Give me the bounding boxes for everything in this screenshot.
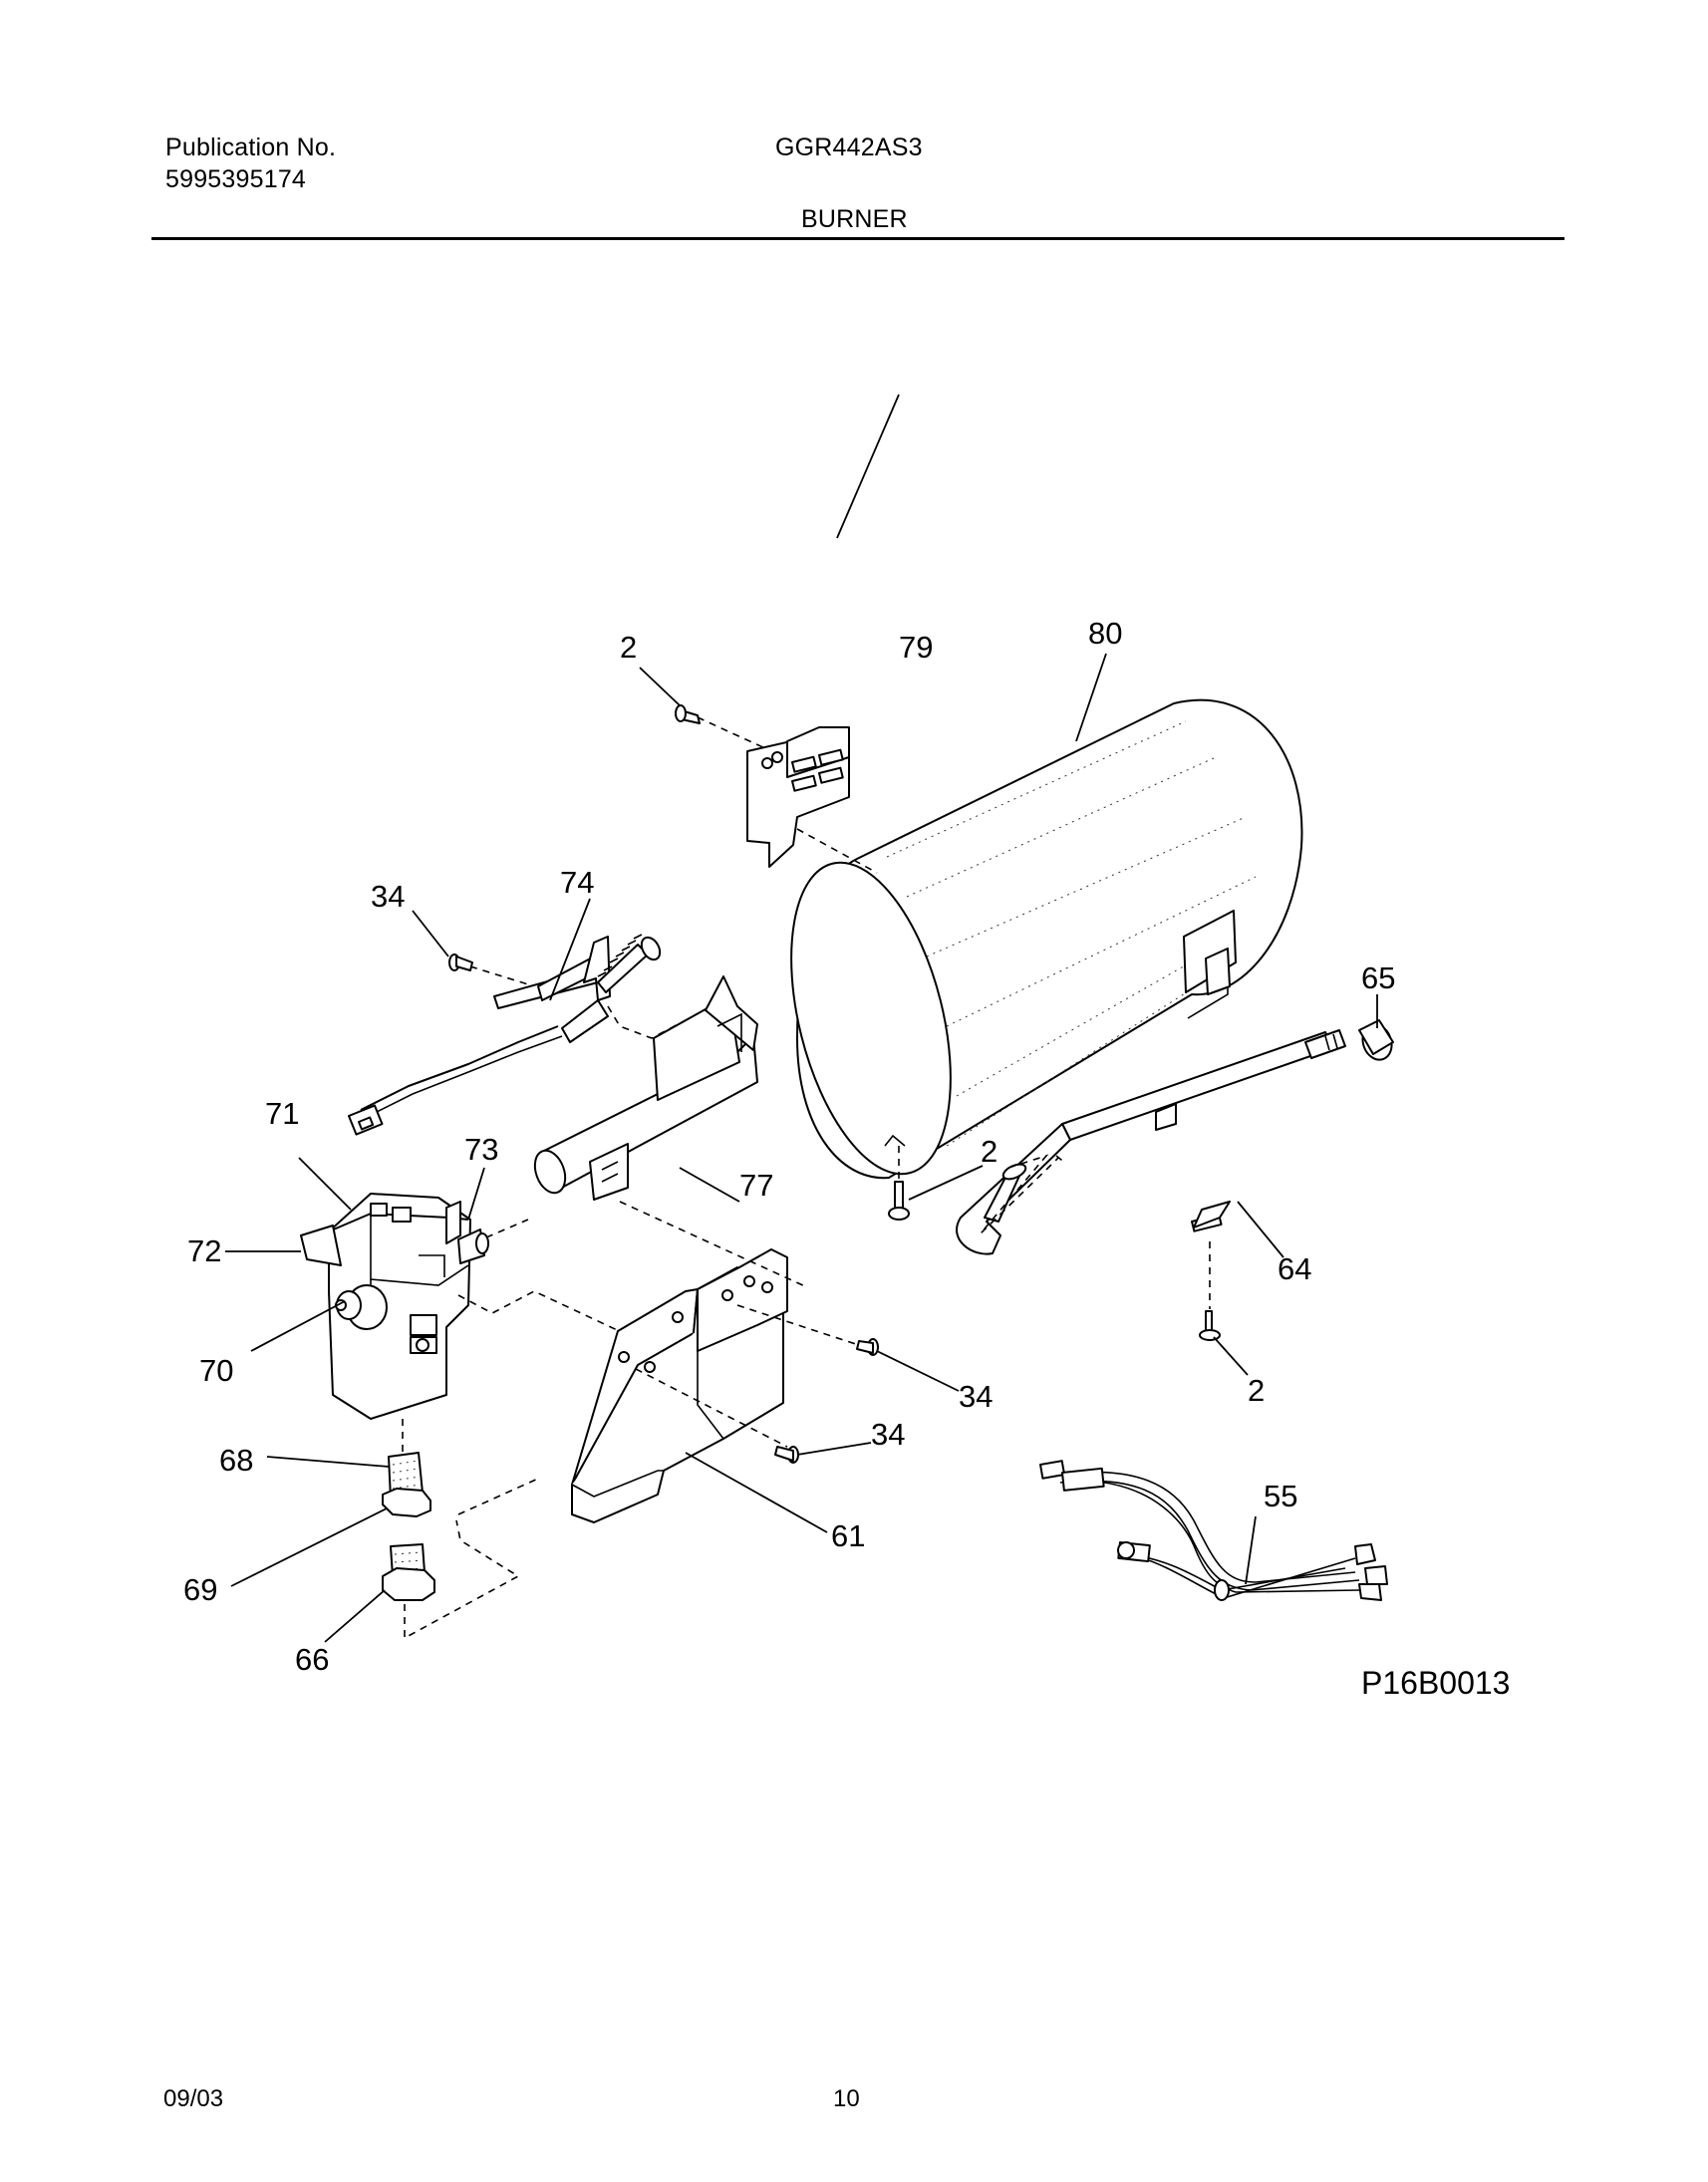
callout-2-mid: 2 (981, 1134, 997, 1169)
part-77-burner-tube (533, 975, 758, 1201)
leader-77 (679, 1167, 740, 1203)
leader-2-right (1213, 1336, 1249, 1376)
footer-date: 09/03 (163, 2085, 224, 2112)
part-80-combustion-chamber (790, 698, 1303, 1180)
part-64-supply-pipe (956, 1029, 1346, 1255)
callout-66: 66 (295, 1642, 329, 1677)
callout-73: 73 (464, 1132, 498, 1167)
callout-34-low: 34 (871, 1417, 905, 1452)
callout-64: 64 (1278, 1251, 1311, 1286)
model-number: GGR442AS3 (775, 134, 923, 161)
callout-61: 61 (831, 1518, 865, 1553)
drawing-code: P16B0013 (1361, 1665, 1510, 1701)
callout-34-mid: 34 (959, 1379, 993, 1414)
leader-79 (836, 394, 900, 539)
leader-55 (1245, 1515, 1257, 1585)
section-title: BURNER (801, 205, 908, 233)
callout-80: 80 (1088, 616, 1122, 651)
leader-2-top (639, 667, 681, 706)
leader-64 (1237, 1201, 1284, 1258)
leader-61 (685, 1452, 828, 1533)
leader-68 (266, 1456, 390, 1468)
callout-74: 74 (560, 865, 594, 900)
callout-55: 55 (1264, 1479, 1297, 1513)
part-79-bracket (746, 726, 850, 868)
callout-65: 65 (1361, 960, 1395, 995)
part-34-screw-low (774, 1446, 799, 1464)
publication-number: 5995395174 (165, 165, 307, 193)
leader-80 (1075, 653, 1107, 742)
part-2-screw-top (675, 704, 701, 724)
page-number: 10 (833, 2085, 860, 2112)
part-34-screw-top (448, 954, 473, 971)
leader-66 (324, 1589, 386, 1643)
leader-34-low (796, 1442, 872, 1456)
leader-70 (250, 1300, 346, 1352)
publication-label: Publication No. (165, 134, 337, 161)
callout-77: 77 (739, 1168, 773, 1203)
leader-74 (549, 898, 591, 1001)
leader-34-top (412, 910, 449, 957)
callout-72: 72 (187, 1233, 221, 1268)
part-55-wiring-harness (1039, 1460, 1388, 1601)
part-61-mounting-plate (571, 1248, 788, 1523)
callout-2-top: 2 (620, 630, 637, 665)
part-66-fitting (382, 1543, 435, 1601)
part-34-screw-mid (856, 1338, 879, 1356)
callout-79: 79 (899, 630, 933, 665)
leader-69 (230, 1507, 388, 1587)
part-68-fitting (382, 1452, 431, 1517)
part-70-gas-valve (300, 1193, 489, 1420)
callout-2-right: 2 (1248, 1373, 1265, 1408)
callout-71: 71 (265, 1096, 299, 1131)
leader-34-mid (876, 1350, 960, 1392)
callout-70: 70 (199, 1353, 233, 1388)
callout-68: 68 (219, 1443, 253, 1478)
part-65-cap (1358, 1019, 1394, 1061)
part-2-screw-mid (888, 1181, 910, 1221)
callout-34-top: 34 (371, 879, 405, 914)
header-rule (151, 237, 1565, 240)
leader-71 (298, 1157, 352, 1211)
leader-2-mid (908, 1165, 984, 1201)
leader-73 (467, 1167, 485, 1221)
part-74-igniter (348, 934, 662, 1136)
part-2-screw-right (1199, 1310, 1221, 1341)
callout-69: 69 (183, 1572, 217, 1607)
